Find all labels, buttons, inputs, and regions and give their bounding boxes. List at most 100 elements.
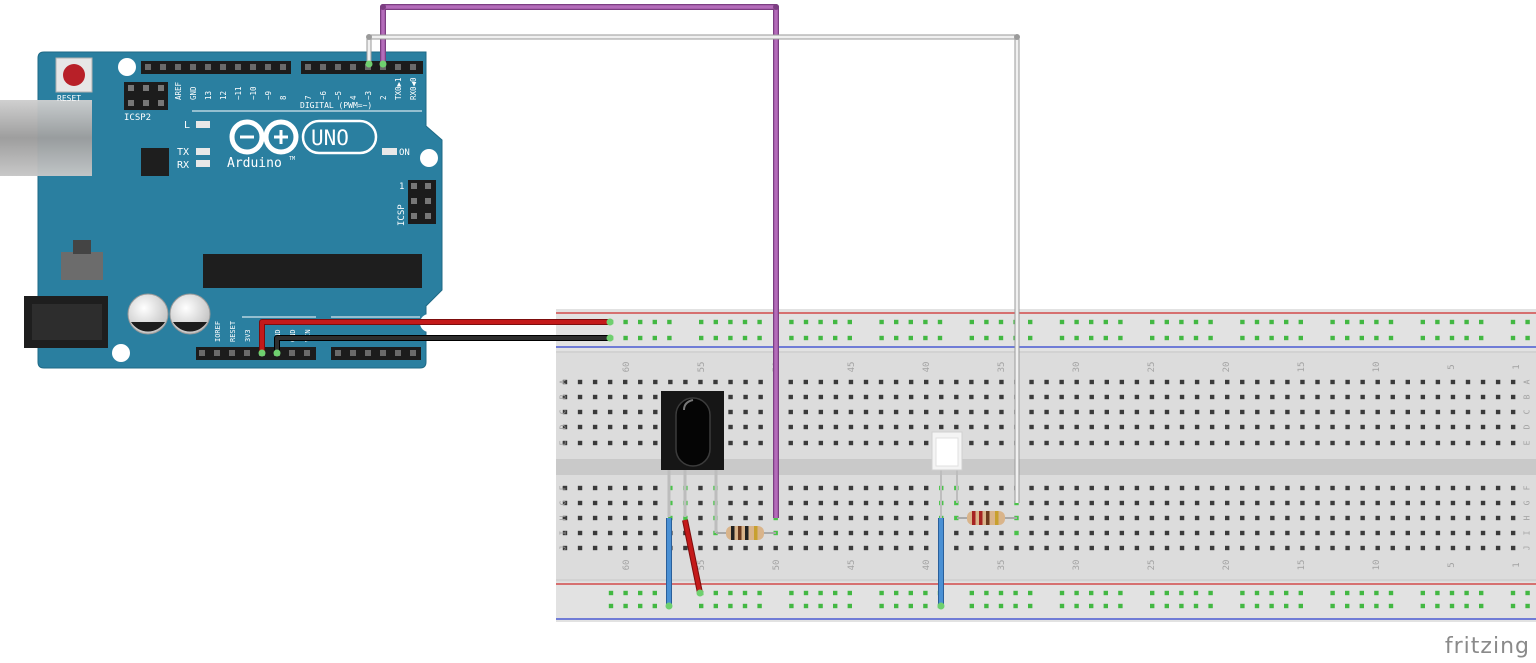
breadboard-hole xyxy=(698,515,703,521)
breadboard-hole xyxy=(893,515,899,521)
breadboard-hole xyxy=(562,409,568,415)
row-letter: D xyxy=(1523,424,1532,429)
rail-hole xyxy=(1254,335,1260,341)
rail-hole xyxy=(1345,603,1350,609)
rail-hole xyxy=(1179,319,1184,325)
breadboard-hole xyxy=(1089,379,1094,385)
header-pin xyxy=(235,64,241,70)
breadboard-hole xyxy=(607,394,613,400)
breadboard-hole xyxy=(1014,530,1019,536)
capacitor-icon xyxy=(169,293,211,335)
breadboard-hole xyxy=(1405,500,1410,506)
breadboard-hole xyxy=(908,379,914,385)
breadboard-hole xyxy=(1510,545,1516,551)
rail-hole xyxy=(1479,335,1484,341)
column-number: 40 xyxy=(922,560,932,571)
breadboard-hole xyxy=(984,500,989,506)
breadboard-hole xyxy=(1480,440,1486,446)
breadboard-hole xyxy=(954,379,959,385)
rail-hole xyxy=(923,590,928,596)
rail-hole xyxy=(1193,335,1199,341)
row-letter: J xyxy=(1523,546,1532,551)
breadboard-hole xyxy=(1044,440,1049,446)
breadboard-hole xyxy=(1390,485,1395,491)
breadboard-hole xyxy=(954,424,959,430)
header-pin xyxy=(320,64,326,70)
breadboard-hole xyxy=(1495,515,1501,521)
digital-pin-label: 8 xyxy=(279,95,288,100)
breadboard-hole xyxy=(984,379,989,385)
breadboard-hole xyxy=(1270,440,1275,446)
breadboard-hole xyxy=(1285,379,1290,385)
breadboard-hole xyxy=(833,530,839,536)
breadboard-hole xyxy=(623,530,628,536)
breadboard-hole xyxy=(1255,545,1260,551)
breadboard-hole xyxy=(1450,515,1456,521)
breadboard-hole xyxy=(1104,515,1109,521)
header-pin xyxy=(265,64,271,70)
breadboard-hole xyxy=(878,440,884,446)
rail-hole xyxy=(1525,603,1530,609)
breadboard-hole xyxy=(1480,545,1486,551)
breadboard-hole xyxy=(1300,515,1305,521)
breadboard-hole xyxy=(818,394,824,400)
header-pin xyxy=(335,64,341,70)
breadboard-hole xyxy=(698,545,703,551)
breadboard-hole xyxy=(1285,485,1290,491)
breadboard-hole xyxy=(1074,394,1079,400)
breadboard-hole xyxy=(1270,500,1275,506)
breadboard-hole xyxy=(653,545,658,551)
breadboard-hole xyxy=(1300,440,1305,446)
breadboard-hole xyxy=(788,515,793,521)
breadboard-hole xyxy=(908,440,914,446)
digital-pin-label: ~9 xyxy=(264,91,273,100)
white-led-icon xyxy=(931,431,963,518)
breadboard-hole xyxy=(788,500,793,506)
ir-receiver-icon xyxy=(661,391,724,533)
rail-hole xyxy=(667,319,672,325)
rail-hole xyxy=(1435,319,1440,325)
breadboard-hole xyxy=(1510,485,1516,491)
breadboard-hole xyxy=(1119,545,1125,551)
rail-hole xyxy=(713,590,718,596)
breadboard-hole xyxy=(1255,409,1260,415)
breadboard-hole xyxy=(1029,500,1034,506)
rail-hole xyxy=(998,590,1004,596)
rail-hole xyxy=(1193,603,1199,609)
breadboard-hole xyxy=(1450,530,1456,536)
header-pin xyxy=(410,350,416,356)
rail-hole xyxy=(803,319,809,325)
breadboard-hole xyxy=(1405,515,1410,521)
breadboard-hole xyxy=(1465,409,1471,415)
rail-hole xyxy=(652,335,657,341)
breadboard-hole xyxy=(592,485,598,491)
rail-hole xyxy=(1388,335,1394,341)
breadboard-hole xyxy=(1059,530,1064,536)
breadboard-hole xyxy=(1480,485,1486,491)
rail-hole xyxy=(623,603,628,609)
breadboard-hole xyxy=(878,394,884,400)
rail-hole xyxy=(1254,319,1260,325)
header-pin xyxy=(229,350,235,356)
breadboard-hole xyxy=(863,440,869,446)
rail-hole xyxy=(623,335,628,341)
header-pin xyxy=(220,64,226,70)
breadboard-hole xyxy=(592,379,598,385)
reset-button[interactable] xyxy=(55,57,93,93)
breadboard-hole xyxy=(1300,394,1305,400)
breadboard-hole xyxy=(1495,545,1501,551)
breadboard-hole xyxy=(1345,515,1350,521)
breadboard-hole xyxy=(1360,394,1365,400)
breadboard-hole xyxy=(878,379,884,385)
breadboard-hole xyxy=(1300,409,1305,415)
breadboard-hole xyxy=(728,424,733,430)
rail-hole xyxy=(1193,590,1199,596)
breadboard-hole xyxy=(592,530,598,536)
breadboard-hole xyxy=(623,409,628,415)
breadboard-hole xyxy=(1450,485,1456,491)
breadboard-hole xyxy=(1345,485,1350,491)
rail-hole xyxy=(789,590,794,596)
breadboard-hole xyxy=(1360,500,1365,506)
breadboard-hole xyxy=(1119,424,1125,430)
